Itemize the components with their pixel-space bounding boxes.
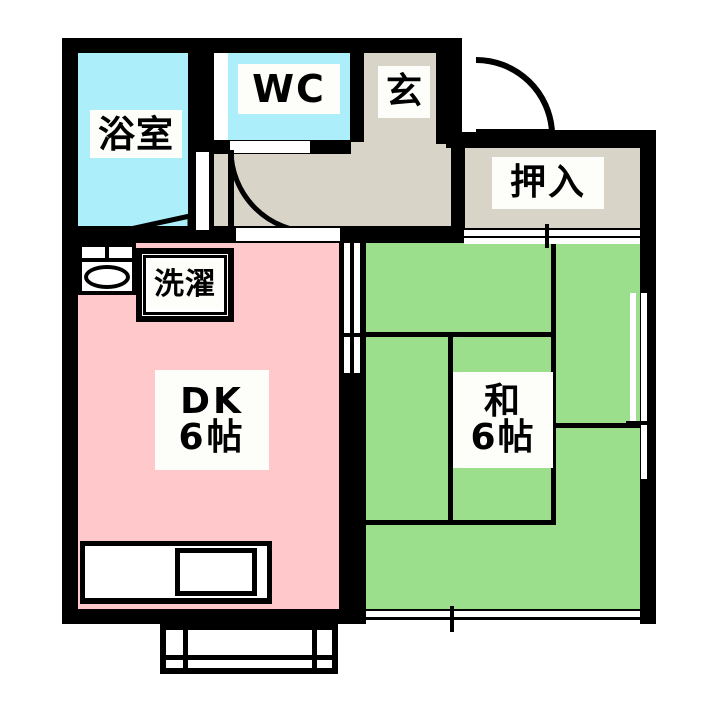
wc-door-leaf[interactable] xyxy=(230,141,310,153)
wc-door-swing-icon xyxy=(226,150,316,240)
closet-sliding-door-upper[interactable] xyxy=(464,230,640,236)
wall-closet-left xyxy=(451,130,465,242)
bath-folding-door-icon[interactable] xyxy=(130,200,192,230)
label-bath-text: 浴室 xyxy=(98,112,174,156)
exterior-wall-top-left xyxy=(62,38,462,53)
wall-entrance-step xyxy=(436,52,448,144)
window-right-lower[interactable] xyxy=(641,293,647,479)
label-bath: 浴室 xyxy=(90,110,182,158)
partition-sliding-door-right[interactable] xyxy=(354,243,360,373)
window-washitsu-bottom-b[interactable] xyxy=(366,620,640,626)
label-washitsu-name: 和 xyxy=(483,381,522,422)
label-laundry-text: 洗濯 xyxy=(154,267,216,302)
label-closet: 押入 xyxy=(492,157,604,209)
tatami-seam xyxy=(551,332,556,524)
entry-door-leaf[interactable] xyxy=(462,62,476,132)
tatami-seam xyxy=(448,332,453,524)
wall-bath-bottom xyxy=(62,226,214,243)
tatami-seam xyxy=(551,243,556,337)
partition-door-handle-mark xyxy=(340,333,366,337)
window-washitsu-bottom-a[interactable] xyxy=(366,611,640,617)
label-closet-text: 押入 xyxy=(509,162,586,203)
hall-fill xyxy=(214,144,451,232)
label-laundry: 洗濯 xyxy=(149,261,221,309)
sink-basin-tap-divider xyxy=(105,243,109,259)
dk-hall-opening[interactable] xyxy=(236,228,340,241)
entrance-recess-wall xyxy=(446,38,462,133)
basin-icon xyxy=(84,265,130,289)
label-washitsu-area: 6帖 xyxy=(470,417,536,458)
label-dk: DK 6帖 xyxy=(155,370,269,470)
kitchen-counter-edge xyxy=(80,599,272,604)
wall-wc-right xyxy=(350,38,364,142)
label-dk-area: 6帖 xyxy=(178,417,246,458)
veranda-slab xyxy=(160,624,338,674)
bath-door-jamb xyxy=(196,152,209,230)
kitchen-range-inner xyxy=(175,548,257,596)
label-wc-text: WC xyxy=(252,67,326,111)
entry-door-swing-icon xyxy=(462,56,572,138)
wall-center-partition xyxy=(339,232,366,624)
veranda-rail-vert-left xyxy=(183,624,188,674)
veranda-rail-horiz xyxy=(160,655,338,660)
exterior-wall-right xyxy=(640,130,656,624)
veranda-rail-vert-right xyxy=(312,624,317,674)
closet-door-handle-mark xyxy=(545,224,549,248)
window-washitsu-handle-mark xyxy=(450,606,454,632)
label-wc: WC xyxy=(238,64,340,114)
label-entrance-text: 玄 xyxy=(385,71,422,112)
partition-sliding-door-left[interactable] xyxy=(344,243,350,373)
label-dk-name: DK xyxy=(180,381,244,422)
tatami-seam xyxy=(366,520,556,525)
window-right-handle-mark xyxy=(626,421,654,425)
tatami-seam xyxy=(366,332,556,337)
sink-basin-divider xyxy=(78,258,136,262)
closet-sliding-door-lower[interactable] xyxy=(464,238,640,244)
label-entrance: 玄 xyxy=(378,66,430,118)
exterior-wall-left xyxy=(62,38,78,624)
window-right-upper[interactable] xyxy=(630,293,636,423)
tatami-seam xyxy=(551,423,640,428)
label-washitsu: 和 6帖 xyxy=(453,372,553,468)
